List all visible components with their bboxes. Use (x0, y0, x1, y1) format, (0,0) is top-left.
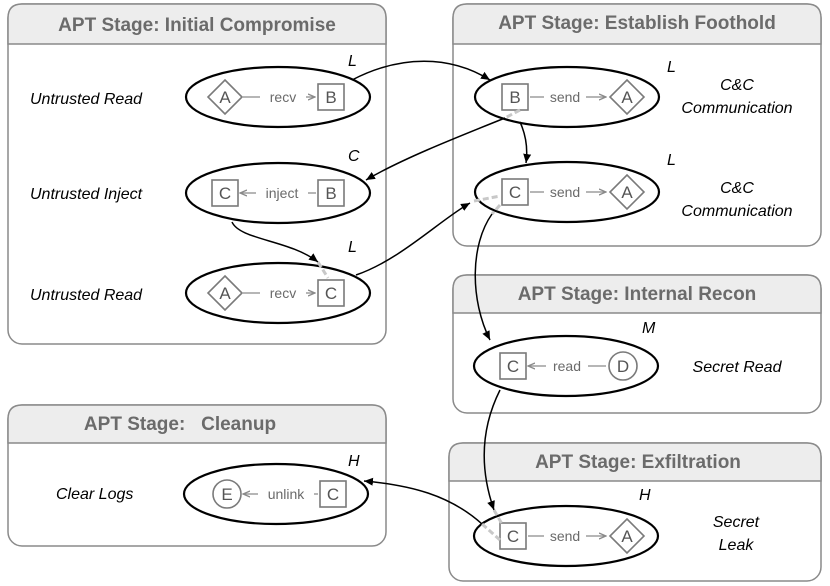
edge-label: send (550, 89, 580, 105)
node-letter: B (509, 88, 520, 107)
edge-label: send (550, 184, 580, 200)
square-node (317, 83, 345, 111)
diamond-node (608, 517, 646, 555)
diamond-node (206, 78, 244, 116)
diamond-node (608, 78, 646, 116)
flow-arrow (365, 117, 506, 181)
flow-arrow (231, 221, 319, 263)
risk-level: L (667, 59, 676, 76)
row-label: Untrusted Read (30, 91, 143, 108)
stage-title: APT Stage: Exfiltration (535, 452, 741, 473)
side-label: Secret (713, 514, 760, 531)
stage-title: APT Stage: Cleanup (84, 414, 276, 435)
side-label: C&C (720, 77, 754, 94)
edge-label-bg (258, 485, 314, 503)
edge-label-bg (544, 183, 586, 201)
square-node (319, 480, 347, 508)
node-letter: C (327, 485, 339, 504)
node-letter: C (509, 183, 521, 202)
stage-title: APT Stage: Internal Recon (518, 284, 757, 305)
node-letter: C (219, 184, 231, 203)
node-letter: B (325, 184, 336, 203)
risk-level: L (348, 53, 357, 70)
stage-cleanup: APT Stage: Cleanup Clear Logs H E unlink… (7, 404, 387, 547)
side-label: Communication (681, 203, 792, 220)
risk-level: H (348, 453, 360, 470)
diamond-node (206, 274, 244, 312)
node-letter: C (325, 284, 337, 303)
flow-arrow (519, 121, 532, 164)
edge-label: read (553, 358, 581, 374)
edge-label: inject (266, 185, 299, 201)
node-letter: C (507, 527, 519, 546)
risk-level: H (639, 487, 651, 504)
edge-label-bg (260, 284, 306, 302)
side-label: C&C (720, 180, 754, 197)
risk-level: M (642, 320, 656, 337)
node-letter: E (221, 485, 232, 504)
square-node (501, 178, 529, 206)
node-letter: B (325, 88, 336, 107)
side-label: Leak (719, 537, 755, 554)
flow-arrow (355, 202, 471, 276)
edge-label-bg (256, 184, 308, 202)
flow-arrow (351, 60, 491, 81)
node-letter: A (621, 527, 633, 546)
stage-initial-compromise: APT Stage: Initial Compromise Untrusted … (7, 3, 387, 345)
circle-node (212, 479, 242, 509)
row-label: Untrusted Read (30, 287, 143, 304)
edge-label: recv (270, 285, 296, 301)
side-label: Communication (681, 100, 792, 117)
flow-arrow-fade (504, 108, 521, 120)
row-label: Clear Logs (56, 486, 133, 503)
row-label: Untrusted Inject (30, 186, 143, 203)
edge-label-bg (544, 527, 586, 545)
stage-header (7, 3, 387, 45)
edge-label: send (550, 528, 580, 544)
side-label: Secret Read (693, 359, 783, 376)
square-node (317, 179, 345, 207)
edge-label: unlink (268, 486, 306, 502)
flow-arrow (363, 477, 483, 525)
stage-header (452, 3, 822, 45)
flow-arrow (483, 389, 501, 511)
edge-label-bg (544, 88, 586, 106)
stage-header (452, 274, 822, 314)
node-letter: A (621, 183, 633, 202)
node-letter: D (617, 357, 629, 376)
diamond-node (608, 173, 646, 211)
node-letter: A (621, 88, 633, 107)
stage-title: APT Stage: Establish Foothold (498, 13, 776, 34)
stage-header (448, 442, 822, 482)
node-letter: A (219, 88, 231, 107)
flow-arrow-fade (490, 204, 502, 215)
flow-arrow (474, 213, 493, 341)
risk-level: L (348, 239, 357, 256)
node-letter: A (219, 284, 231, 303)
edge-label-bg (260, 88, 306, 106)
node-letter: C (507, 357, 519, 376)
stage-internal-recon: APT Stage: Internal Recon M C read D Sec… (452, 274, 822, 414)
edge-label-bg (546, 357, 588, 375)
edge-label: recv (270, 89, 296, 105)
risk-level: C (348, 148, 360, 165)
square-node (499, 352, 527, 380)
square-node (501, 83, 529, 111)
stage-exfiltration: APT Stage: Exfiltration H C send A Secre… (448, 442, 822, 582)
flow-arrow-fade (492, 509, 504, 525)
square-node (499, 522, 527, 550)
flow-arrow-fade (473, 194, 501, 203)
circle-node (608, 351, 638, 381)
stage-establish-foothold: APT Stage: Establish Foothold L B send A… (452, 3, 822, 247)
square-node (317, 279, 345, 307)
flow-arrow-fade (316, 261, 330, 279)
stage-header (7, 404, 387, 444)
risk-level: L (667, 152, 676, 169)
flow-arrow-fade (481, 522, 501, 542)
square-node (211, 179, 239, 207)
stage-title: APT Stage: Initial Compromise (58, 15, 336, 36)
causal-flow-arrows (231, 60, 532, 542)
